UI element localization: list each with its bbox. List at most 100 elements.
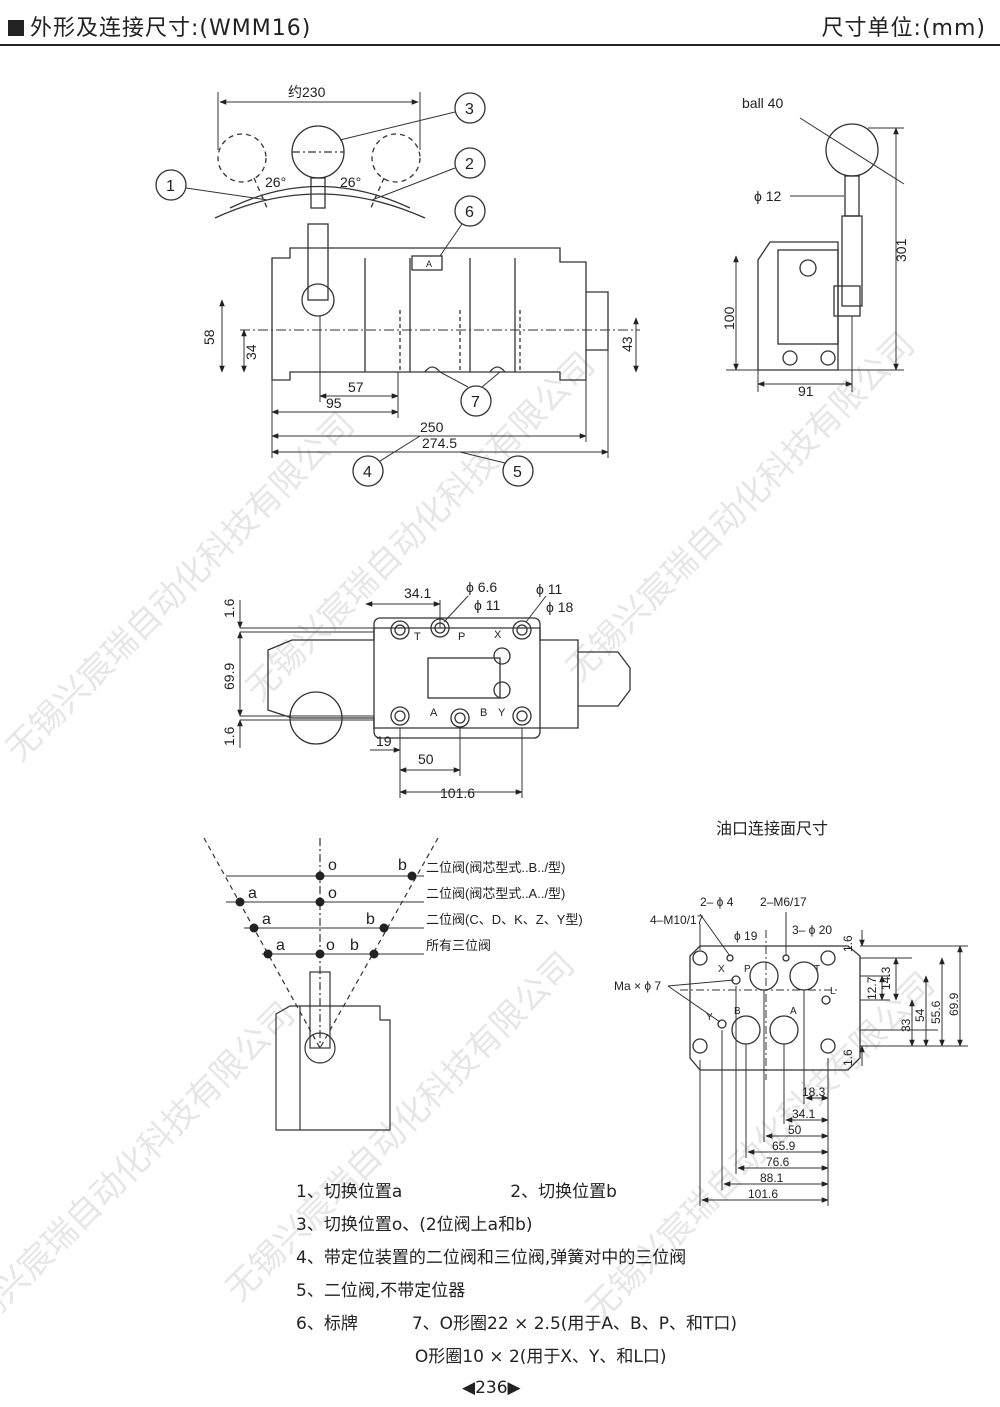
callout-1 <box>155 169 187 201</box>
unit-label: 尺寸单位:(mm) <box>821 16 986 41</box>
pos-row3-a: a <box>262 911 271 928</box>
front-view <box>155 92 640 487</box>
dim-h18-3: 18.3 <box>802 1085 826 1099</box>
dim-v55-6: 55.6 <box>929 1000 943 1024</box>
dim-34: 34 <box>243 344 259 360</box>
dim-h50: 50 <box>788 1123 802 1137</box>
dim-v14-3: 14.3 <box>879 966 893 990</box>
end-cap <box>586 291 609 351</box>
note-item: O形圈10 × 2(用于X、Y、和L口) <box>296 1347 667 1367</box>
dim-ma: Ma × ϕ 7 <box>614 979 661 993</box>
dim-angle-right: 26° <box>340 174 361 190</box>
nameplate <box>411 255 443 271</box>
dim-274-5: 274.5 <box>422 435 457 451</box>
pos-pivot <box>304 1032 336 1064</box>
top-view <box>237 595 631 798</box>
swing-arc <box>214 193 426 219</box>
dim-v12-7: 12.7 <box>865 976 879 1000</box>
callout-3-label: 3 <box>465 101 474 118</box>
pos-row1-b: b <box>398 857 407 874</box>
top-ball <box>289 691 343 745</box>
port-y: Y <box>498 707 506 719</box>
dim-phi12: ϕ 12 <box>754 188 782 204</box>
port-face-a: A <box>790 1006 797 1017</box>
dim-phi6-6: ϕ 6.6 <box>466 579 497 595</box>
callout-5-label: 5 <box>513 464 522 481</box>
side-view <box>726 117 905 392</box>
dim-approx-width: 约230 <box>288 84 326 100</box>
positions-dots <box>235 871 417 959</box>
port-face-x: X <box>718 964 725 975</box>
port-face-labels: 4–M10/17 2– ϕ 4 2–M6/17 ϕ 19 3– ϕ 20 Ma … <box>614 895 961 1201</box>
note-item: 4、带定位装置的二位阀和三位阀,弹簧对中的三位阀 <box>296 1248 687 1268</box>
lever-rod <box>307 223 329 301</box>
pos-body <box>275 1005 391 1131</box>
page-title: 外形及连接尺寸:(WMM16) <box>8 10 311 42</box>
port-face-p: P <box>744 964 751 975</box>
callout-7-label: 7 <box>471 394 480 411</box>
callout-4 <box>352 455 384 487</box>
port-a-hole <box>769 1015 799 1045</box>
port-face-view <box>667 912 968 1206</box>
ghost-handle-right <box>371 133 421 183</box>
callout-2-label: 2 <box>465 156 474 173</box>
dim-101-6: 101.6 <box>440 785 475 801</box>
side-view-labels: ball 40 ϕ 12 100 301 91 <box>721 95 909 399</box>
page-header: 外形及连接尺寸:(WMM16) 尺寸单位:(mm) <box>0 0 1000 46</box>
dim-100: 100 <box>721 306 737 330</box>
dim-50: 50 <box>418 751 434 767</box>
title-text: 外形及连接尺寸:(WMM16) <box>30 16 312 41</box>
plate-letter: A <box>426 259 432 269</box>
callout-2 <box>454 147 486 179</box>
dim-h88-1: 88.1 <box>760 1171 784 1185</box>
pos-rod <box>309 971 331 1049</box>
port-a: A <box>430 707 438 719</box>
dim-v1-6a: 1.6 <box>841 935 855 952</box>
port-p-hole <box>749 961 779 991</box>
dim-1-6a: 1.6 <box>221 598 237 618</box>
callout-6-label: 6 <box>465 204 474 221</box>
top-body <box>267 627 579 729</box>
pivot <box>301 283 335 317</box>
dim-ball: ball 40 <box>742 95 783 111</box>
port-face-t: T <box>814 964 820 975</box>
dim-v69-9: 69.9 <box>947 992 961 1016</box>
note-item: 3、切换位置o、(2位阀上a和b) <box>296 1215 533 1235</box>
side-ball <box>825 123 879 177</box>
dim-angle-left: 26° <box>265 174 286 190</box>
dim-250: 250 <box>420 419 444 435</box>
pos-row2-o: o <box>328 885 337 902</box>
page-number: ◀236▶ <box>462 1378 521 1398</box>
dim-69-9: 69.9 <box>221 663 237 690</box>
dim-34-1: 34.1 <box>404 585 431 601</box>
side-rod <box>841 215 863 307</box>
dim-phi20: 3– ϕ 20 <box>792 923 832 937</box>
pos-row4-o: o <box>326 937 335 954</box>
callout-4-label: 4 <box>363 464 372 481</box>
pos-row1-text: 二位阀(阀芯型式..B../型) <box>426 860 565 875</box>
pos-row4-b: b <box>350 937 359 954</box>
callout-5 <box>502 455 534 487</box>
port-t: T <box>414 631 421 643</box>
note-item: 1、切换位置a 2、切换位置b <box>296 1182 617 1202</box>
pos-row1-o: o <box>328 857 337 874</box>
dim-95: 95 <box>326 395 342 411</box>
port-face-title: 油口连接面尺寸 <box>716 820 828 838</box>
dim-1-6b: 1.6 <box>221 726 237 746</box>
port-face-plate <box>689 945 861 1071</box>
dim-58: 58 <box>201 329 217 345</box>
notes-list: 1、切换位置a 2、切换位置b 3、切换位置o、(2位阀上a和b) 4、带定位装… <box>296 1176 737 1374</box>
note-item: 5、二位阀,不带定位器 <box>296 1281 466 1301</box>
callout-3 <box>454 92 486 124</box>
dim-v54: 54 <box>913 1008 927 1022</box>
dim-phi11b: ϕ 11 <box>536 581 562 597</box>
port-face-l: L <box>830 986 836 997</box>
dim-v1-6b: 1.6 <box>841 1049 855 1066</box>
square-icon <box>8 20 24 36</box>
dim-91: 91 <box>798 383 814 399</box>
side-stem <box>844 175 860 217</box>
ghost-handle-left <box>217 133 267 183</box>
dim-phi4: 2– ϕ 4 <box>700 895 734 909</box>
lever-stem <box>310 177 326 209</box>
